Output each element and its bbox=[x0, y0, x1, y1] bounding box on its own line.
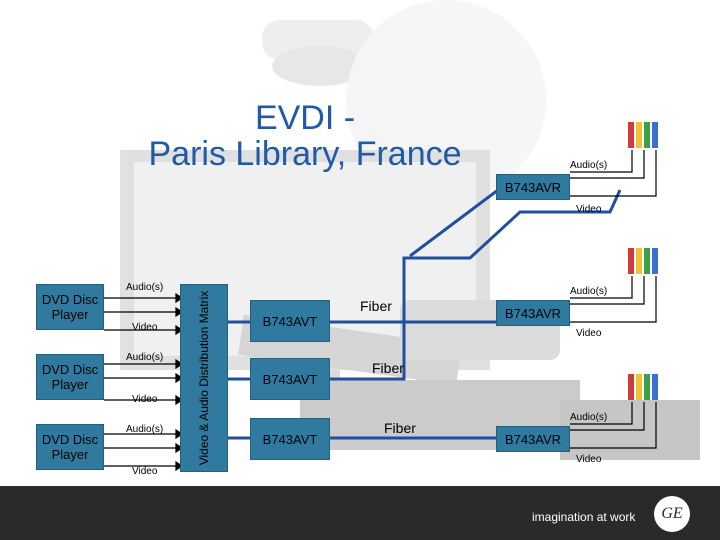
dvd-player-3: DVD Disc Player bbox=[36, 424, 104, 470]
title-line-1: EVDI - bbox=[254, 99, 356, 137]
player-3-video-label: Video bbox=[132, 466, 158, 477]
distribution-matrix: Video & Audio Distribution Matrix bbox=[180, 284, 228, 472]
title-line-2: Paris Library, France bbox=[148, 135, 462, 173]
ge-logo-icon: GE bbox=[654, 496, 690, 532]
receiver-1: B743AVR bbox=[496, 174, 570, 200]
footer-bar bbox=[0, 486, 720, 540]
dome-camera-icon bbox=[262, 0, 546, 200]
transmitter-label: B743AVT bbox=[262, 313, 318, 329]
transmitter-2: B743AVT bbox=[250, 358, 330, 400]
receiver-2-audio-label: Audio(s) bbox=[570, 286, 608, 297]
footer-tagline: imagination at work bbox=[532, 510, 636, 524]
receiver-1-video-label: Video bbox=[576, 204, 602, 215]
player-2-audio-label: Audio(s) bbox=[126, 352, 164, 363]
receiver-2-video-label: Video bbox=[576, 328, 602, 339]
projector-icon bbox=[628, 122, 658, 400]
receiver-label: B743AVR bbox=[504, 179, 562, 195]
receiver-label: B743AVR bbox=[504, 305, 562, 321]
receiver-2: B743AVR bbox=[496, 300, 570, 326]
dvd-player-label: DVD Disc Player bbox=[41, 362, 99, 392]
dvd-player-label: DVD Disc Player bbox=[41, 292, 99, 322]
transmitter-label: B743AVT bbox=[262, 431, 318, 447]
dvd-player-1: DVD Disc Player bbox=[36, 284, 104, 330]
receiver-3-audio-label: Audio(s) bbox=[570, 412, 608, 423]
receiver-label: B743AVR bbox=[504, 431, 562, 447]
player-1-audio-label: Audio(s) bbox=[126, 282, 164, 293]
transmitter-1: B743AVT bbox=[250, 300, 330, 342]
receiver-1-audio-label: Audio(s) bbox=[570, 160, 608, 171]
transmitter-label: B743AVT bbox=[262, 371, 318, 387]
transmitter-3: B743AVT bbox=[250, 418, 330, 460]
fiber-label-3: Fiber bbox=[384, 420, 416, 436]
page-title: EVDI - Paris Library, France bbox=[140, 100, 470, 172]
matrix-label: Video & Audio Distribution Matrix bbox=[197, 290, 211, 466]
receiver-3: B743AVR bbox=[496, 426, 570, 452]
player-3-audio-label: Audio(s) bbox=[126, 424, 164, 435]
fiber-label-1: Fiber bbox=[360, 298, 392, 314]
receiver-3-video-label: Video bbox=[576, 454, 602, 465]
dvd-player-2: DVD Disc Player bbox=[36, 354, 104, 400]
player-2-video-label: Video bbox=[132, 394, 158, 405]
fiber-label-2: Fiber bbox=[372, 360, 404, 376]
player-1-video-label: Video bbox=[132, 322, 158, 333]
dvd-player-label: DVD Disc Player bbox=[41, 432, 99, 462]
